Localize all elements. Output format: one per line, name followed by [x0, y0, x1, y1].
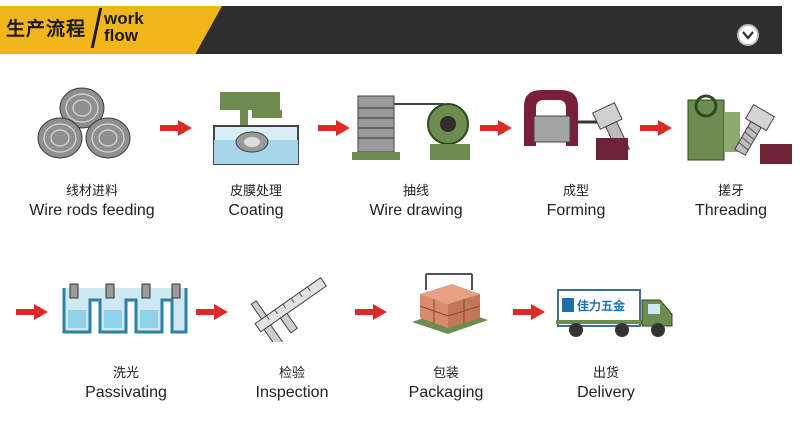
step-label-cn: 皮膜处理 [229, 184, 282, 199]
step-label-en: Packaging [408, 384, 484, 401]
pallet-boxes-icon [412, 273, 488, 334]
step-label-en: Inspection [255, 384, 329, 401]
step-label-cn: 检验 [278, 366, 305, 381]
passivating-tank-icon [62, 283, 188, 334]
wire-coils-icon [37, 87, 131, 159]
caliper-icon [250, 277, 328, 342]
step-label-cn: 抽线 [402, 184, 429, 199]
step-label-cn: 搓牙 [717, 184, 744, 199]
step-label-en: Passivating [85, 384, 167, 401]
step-threading: 搓牙 Threading [664, 180, 798, 220]
flow-arrow-icon [160, 120, 192, 136]
coating-tank-icon [213, 92, 299, 165]
delivery-truck-icon: 佳力五金 [556, 289, 673, 337]
threading-machine-icon [687, 94, 792, 164]
step-wire-drawing: 抽线 Wire drawing [346, 180, 486, 220]
step-label-cn: 线材进料 [65, 184, 118, 199]
step-label-cn: 洗光 [112, 366, 139, 381]
flow-arrow-icon [16, 304, 48, 320]
forming-machine-icon [524, 90, 630, 160]
flow-arrow-icon [355, 304, 387, 320]
expand-toggle-button[interactable] [737, 24, 759, 46]
step-label-en: Coating [228, 202, 284, 219]
title-chinese: 生产流程 [6, 18, 87, 40]
step-wire-rods-feeding: 线材进料 Wire rods feeding [12, 180, 172, 220]
truck-brand-text: 佳力五金 [577, 298, 626, 313]
header-yellow-tab [0, 6, 222, 54]
step-delivery: 出货 Delivery [536, 362, 676, 402]
flow-arrow-icon [640, 120, 672, 136]
wire-drawing-machine-icon [352, 95, 470, 160]
step-label-cn: 包装 [432, 366, 459, 381]
step-label-en: Forming [546, 202, 606, 219]
step-passivating: 洗光 Passivating [56, 362, 196, 402]
header-bar: 生产流程 work flow [0, 0, 800, 58]
step-forming: 成型 Forming [506, 180, 646, 220]
title-english: work flow [104, 10, 144, 44]
step-label-en: Wire rods feeding [29, 202, 155, 219]
flow-arrow-icon [513, 304, 545, 320]
flow-arrow-icon [318, 120, 350, 136]
step-label-cn: 出货 [592, 366, 619, 381]
title-english-line1: work [104, 9, 144, 28]
step-label-en: Delivery [577, 384, 635, 401]
title-english-line2: flow [104, 26, 138, 45]
step-coating: 皮膜处理 Coating [186, 180, 326, 220]
flow-arrow-icon [196, 304, 228, 320]
flow-arrow-icon [480, 120, 512, 136]
step-inspection: 检验 Inspection [222, 362, 362, 402]
step-label-cn: 成型 [562, 184, 589, 199]
chevron-down-icon [742, 31, 754, 40]
step-label-en: Wire drawing [369, 202, 463, 219]
step-packaging: 包装 Packaging [376, 362, 516, 402]
step-label-en: Threading [694, 202, 768, 219]
